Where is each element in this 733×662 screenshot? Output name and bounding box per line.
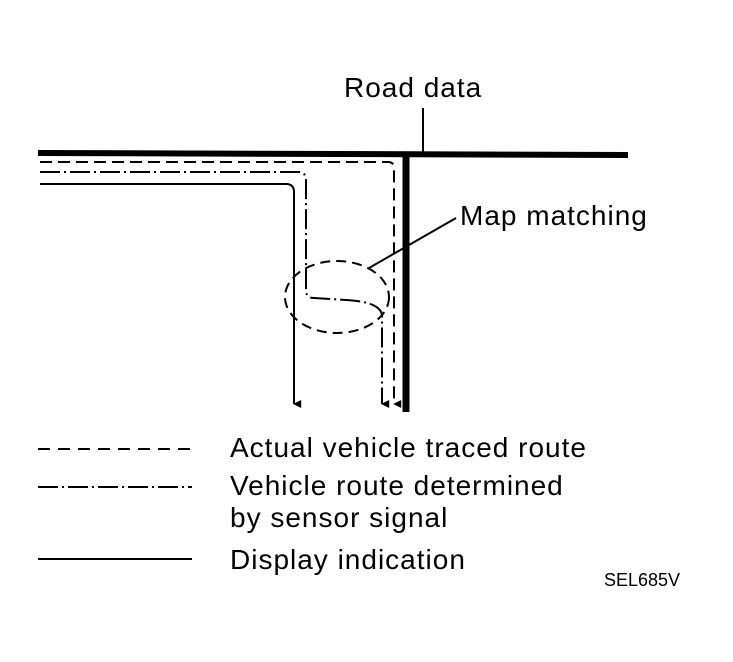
display-route-line bbox=[40, 183, 302, 408]
road-data-label: Road data bbox=[344, 72, 483, 103]
map-matching-leader-line bbox=[368, 217, 457, 269]
legend-actual-route-text: Actual vehicle traced route bbox=[230, 432, 587, 463]
legend-display-text: Display indication bbox=[230, 544, 466, 575]
legend-sensor-route-text: Vehicle route determined bbox=[230, 470, 564, 501]
road-horizontal bbox=[37, 150, 629, 158]
map-matching-label: Map matching bbox=[460, 200, 648, 231]
sensor-route-line bbox=[40, 171, 390, 408]
actual-route-line bbox=[40, 161, 402, 408]
legend-sensor-route-text-line2: by sensor signal bbox=[230, 502, 449, 533]
map-matching-ellipse bbox=[284, 260, 390, 334]
figure-code: SEL685V bbox=[604, 570, 681, 590]
